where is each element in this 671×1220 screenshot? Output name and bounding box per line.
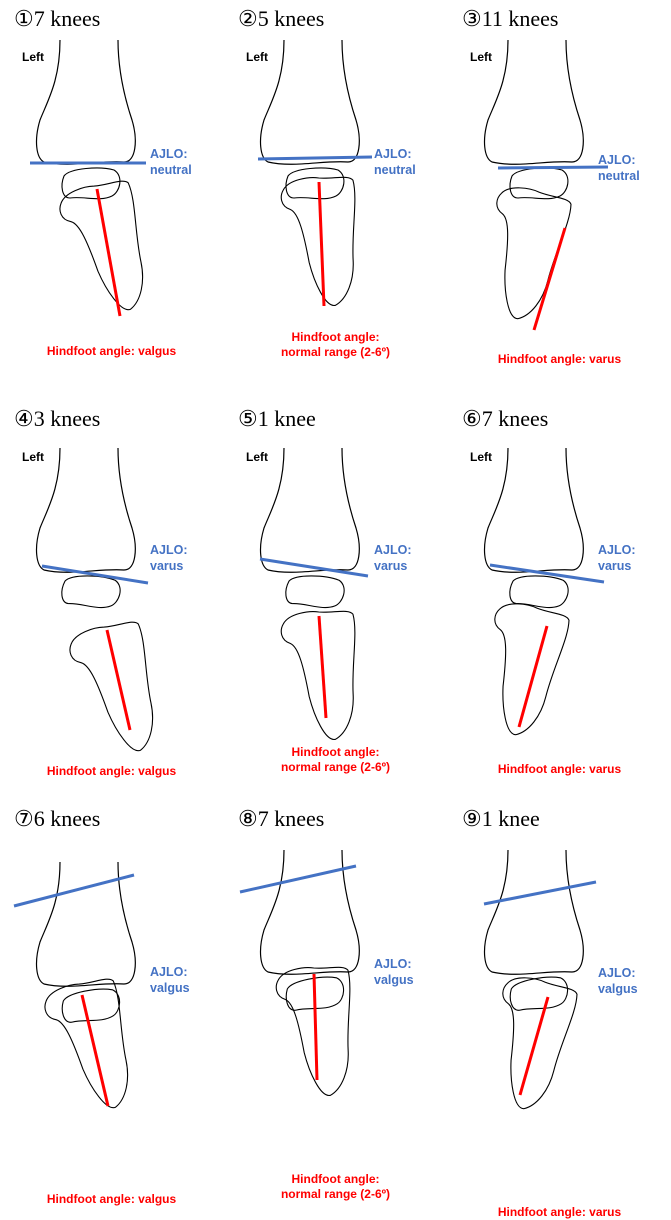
hindfoot-caption: Hindfoot angle: valgus — [0, 764, 223, 779]
ajlo-line — [14, 875, 134, 906]
ajlo-label: AJLO:varus — [598, 542, 636, 574]
hindfoot-caption-line: normal range (2-6º) — [224, 345, 447, 360]
ankle-diagram — [0, 800, 223, 1200]
hindfoot-caption-line: Hindfoot angle: — [224, 745, 447, 760]
ankle-diagram — [0, 400, 223, 800]
ankle-diagram — [448, 400, 671, 800]
ajlo-value: valgus — [374, 972, 414, 988]
tibia-outline — [37, 448, 136, 572]
hindfoot-caption-line: Hindfoot angle: varus — [448, 352, 671, 367]
tibia-outline — [261, 448, 360, 572]
hindfoot-caption: Hindfoot angle: varus — [448, 762, 671, 777]
ajlo-value: valgus — [150, 980, 190, 996]
ajlo-line — [42, 566, 148, 583]
tibia-outline — [37, 862, 136, 986]
calcaneus-outline — [66, 619, 165, 760]
hindfoot-caption: Hindfoot angle: varus — [448, 1205, 671, 1220]
hindfoot-caption: Hindfoot angle: valgus — [0, 344, 223, 359]
ajlo-label: AJLO:valgus — [598, 965, 638, 997]
tibia-outline — [261, 40, 360, 164]
hindfoot-caption: Hindfoot angle:normal range (2-6º) — [224, 330, 447, 360]
ajlo-heading: AJLO: — [598, 152, 640, 168]
hindfoot-caption: Hindfoot angle: varus — [448, 352, 671, 367]
ajlo-heading: AJLO: — [374, 146, 416, 162]
hindfoot-caption: Hindfoot angle:normal range (2-6º) — [224, 745, 447, 775]
ajlo-value: varus — [150, 558, 188, 574]
ajlo-heading: AJLO: — [150, 146, 192, 162]
ajlo-label: AJLO:varus — [374, 542, 412, 574]
hindfoot-caption-line: Hindfoot angle: varus — [448, 1205, 671, 1220]
hindfoot-axis-line — [82, 995, 108, 1106]
ajlo-heading: AJLO: — [374, 542, 412, 558]
hindfoot-axis-line — [520, 997, 548, 1095]
hindfoot-axis-line — [519, 626, 547, 727]
ajlo-label: AJLO:valgus — [150, 964, 190, 996]
hindfoot-caption-line: Hindfoot angle: — [224, 330, 447, 345]
hindfoot-caption-line: Hindfoot angle: valgus — [0, 344, 223, 359]
calcaneus-outline — [56, 178, 155, 319]
ajlo-line — [260, 559, 368, 576]
calcaneus-outline — [41, 976, 140, 1117]
ajlo-label: AJLO:neutral — [598, 152, 640, 184]
ajlo-label: AJLO:varus — [150, 542, 188, 574]
tibia-outline — [485, 40, 584, 164]
ajlo-value: neutral — [598, 168, 640, 184]
ankle-diagram — [0, 0, 223, 400]
ajlo-heading: AJLO: — [598, 965, 638, 981]
ankle-diagram — [224, 800, 447, 1200]
hindfoot-axis-line — [107, 630, 130, 730]
ajlo-heading: AJLO: — [374, 956, 414, 972]
talus-outline — [508, 975, 569, 1012]
ajlo-value: valgus — [598, 981, 638, 997]
ajlo-label: AJLO:valgus — [374, 956, 414, 988]
talus-outline — [510, 168, 568, 199]
ajlo-heading: AJLO: — [150, 542, 188, 558]
hindfoot-axis-line — [314, 974, 317, 1080]
ankle-diagram — [448, 800, 671, 1200]
hindfoot-axis-line — [534, 228, 565, 330]
ajlo-line — [258, 157, 372, 159]
ajlo-label: AJLO:neutral — [150, 146, 192, 178]
ajlo-label: AJLO:neutral — [374, 146, 416, 178]
hindfoot-caption: Hindfoot angle:normal range (2-6º) — [224, 1172, 447, 1202]
ajlo-line — [484, 882, 596, 904]
hindfoot-axis-line — [319, 616, 326, 718]
hindfoot-axis-line — [97, 189, 120, 316]
talus-outline — [286, 168, 344, 199]
hindfoot-caption-line: normal range (2-6º) — [224, 760, 447, 775]
ajlo-value: neutral — [150, 162, 192, 178]
ajlo-line — [498, 167, 608, 168]
ajlo-line — [240, 866, 356, 892]
hindfoot-caption-line: Hindfoot angle: valgus — [0, 764, 223, 779]
hindfoot-caption-line: Hindfoot angle: — [224, 1172, 447, 1187]
hindfoot-caption-line: Hindfoot angle: varus — [448, 762, 671, 777]
ajlo-value: varus — [598, 558, 636, 574]
tibia-outline — [485, 850, 584, 974]
talus-outline — [60, 987, 121, 1024]
talus-outline — [285, 573, 346, 610]
ankle-panel-1: ①7 kneesLeftAJLO:neutralHindfoot angle: … — [0, 0, 223, 400]
tibia-outline — [485, 448, 584, 572]
hindfoot-axis-line — [319, 182, 324, 306]
calcaneus-outline — [477, 972, 580, 1115]
ankle-diagram — [448, 0, 671, 400]
ankle-diagram — [224, 400, 447, 800]
ajlo-line — [490, 565, 604, 582]
ajlo-value: neutral — [374, 162, 416, 178]
ajlo-heading: AJLO: — [598, 542, 636, 558]
ajlo-heading: AJLO: — [150, 964, 190, 980]
ajlo-value: varus — [374, 558, 412, 574]
tibia-outline — [37, 40, 136, 164]
